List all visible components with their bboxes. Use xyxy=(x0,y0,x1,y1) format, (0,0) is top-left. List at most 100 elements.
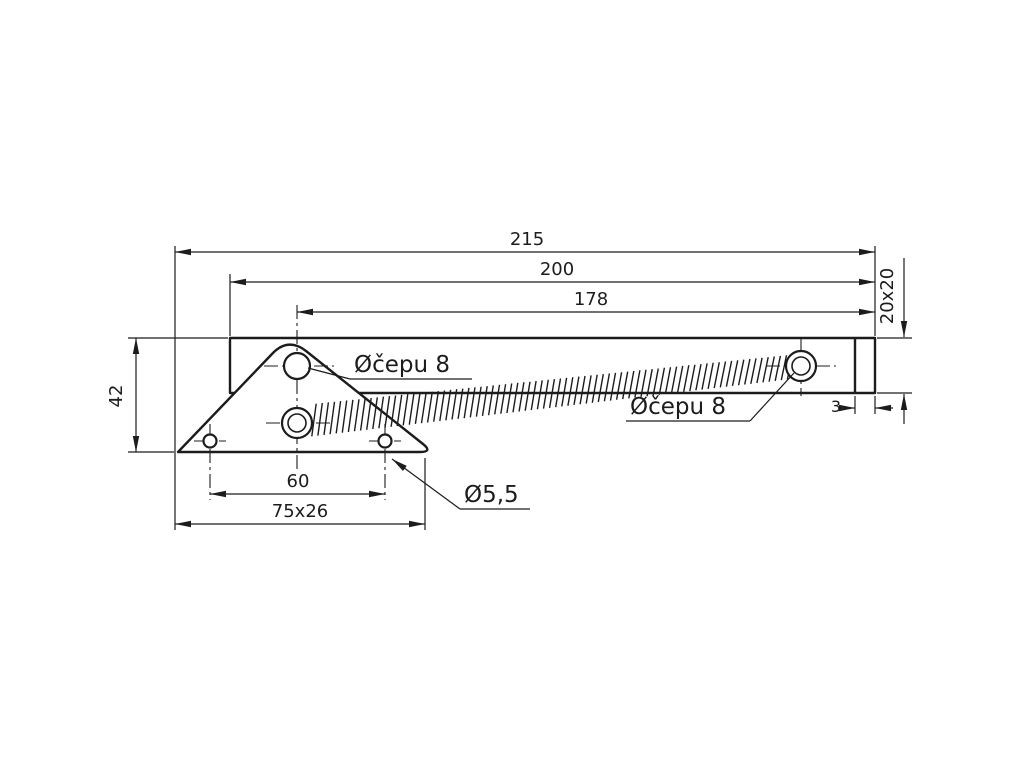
spring-coil-turn xyxy=(768,356,775,382)
dimension-20x20: 20x20 xyxy=(877,258,912,424)
hole-diameter-label-text: Ø5,5 xyxy=(464,482,519,508)
dimension-label-200: 200 xyxy=(540,259,574,280)
spring-coil-turn xyxy=(372,397,378,430)
hole-diameter-leader-line xyxy=(391,458,461,510)
spring-coil-turn xyxy=(640,369,647,398)
spring-coil-turn xyxy=(646,368,653,397)
spring-coil-turn xyxy=(774,355,782,381)
spring-coil-turn xyxy=(634,370,641,398)
dimension-200: 200 xyxy=(229,259,875,336)
spring-coil-turn xyxy=(475,386,482,417)
spring-coil-turn xyxy=(676,365,684,393)
spring-coil-turn xyxy=(469,387,476,418)
spring-pin-hole-inner xyxy=(287,413,307,433)
dimension-label-20x20: 20x20 xyxy=(877,268,898,324)
spring-coil-turn xyxy=(311,403,317,437)
spring-coil-turn xyxy=(561,377,568,407)
spring-coil-turn xyxy=(494,384,501,415)
pin-top-leader-line xyxy=(307,367,351,380)
spring-coil-turn xyxy=(615,372,623,400)
spring-coil-turn xyxy=(689,364,696,392)
spring-coil-turn xyxy=(609,372,617,401)
spring-coil-turn xyxy=(780,355,788,381)
spring-coil-turn xyxy=(402,394,409,426)
spring-coil-turn xyxy=(536,380,543,410)
dimension-60: 60 xyxy=(210,471,385,498)
spring-coil-turn xyxy=(384,396,391,428)
spring-coil-turn xyxy=(670,366,678,394)
spring-coil-turn xyxy=(414,392,421,425)
spring-coil-turn xyxy=(707,362,714,390)
spring-coil-turn xyxy=(762,356,769,383)
spring-coil-turn xyxy=(713,362,720,389)
spring-coil-turn xyxy=(463,387,470,419)
spring-coil-turn xyxy=(701,363,708,390)
spring-coil-turn xyxy=(652,368,659,396)
pin-right-label-text: Øčepu 8 xyxy=(630,394,726,420)
spring-coil-turn xyxy=(518,382,525,412)
spring-coil-turn xyxy=(353,399,360,432)
spring-coil-turn xyxy=(506,383,513,414)
spring-coil-turn xyxy=(341,400,348,433)
spring-coil-turn xyxy=(396,394,403,427)
spring-coil-turn xyxy=(317,402,323,436)
spring-coil-turn xyxy=(457,388,464,419)
spring-coil-turn xyxy=(756,357,763,384)
spring-coil-turn xyxy=(725,360,733,387)
spring-coil-turn xyxy=(585,375,592,404)
spring-coil-turn xyxy=(658,367,666,395)
spring-coil-turn xyxy=(439,390,446,422)
pin-right-leader-line xyxy=(749,372,795,422)
dimension-label-60: 60 xyxy=(287,471,310,492)
spring-coil-turn xyxy=(481,385,488,417)
dimension-label-42: 42 xyxy=(106,385,127,408)
mount-hole-right xyxy=(377,433,393,449)
label-hole-diameter: Ø5,5 xyxy=(391,458,530,510)
spring-coil-turn xyxy=(719,361,727,388)
spring-coil-turn xyxy=(329,401,336,435)
spring-coil-turn xyxy=(548,378,556,409)
part-triangular-plate xyxy=(176,343,429,454)
dimension-42: 42 xyxy=(106,337,228,453)
spring-coil-turn xyxy=(445,389,452,421)
spring-coil-turn xyxy=(347,399,354,433)
spring-coil-turn xyxy=(487,385,494,416)
spring-coil-turn xyxy=(573,376,580,406)
spring-coil-turn xyxy=(664,367,672,395)
mount-hole-left xyxy=(202,433,218,449)
triangular-plate-outline xyxy=(176,343,429,454)
spring-coil-turn xyxy=(433,390,440,422)
spring-coil-turn xyxy=(622,371,629,400)
spring-coil-turn xyxy=(359,398,366,431)
spring-coil-turn xyxy=(695,363,702,391)
dimension-label-178: 178 xyxy=(574,289,608,310)
spring-coil-turn xyxy=(603,373,611,402)
spring-coil-turn xyxy=(390,395,397,427)
spring-coil-turn xyxy=(426,391,433,423)
pin-top-label-text: Øčepu 8 xyxy=(354,352,450,378)
spring-coil-turn xyxy=(524,381,531,411)
spring-coil-turn xyxy=(683,365,690,392)
pivot-pin-hole-top xyxy=(282,351,312,381)
spring-coil-turn xyxy=(420,392,427,424)
spring-coil-turn xyxy=(579,375,586,405)
right-pin-hole-inner xyxy=(791,356,811,376)
spring-coil-turn xyxy=(408,393,415,425)
label-pin-right: Øčepu 8 xyxy=(626,372,795,422)
spring-coil-turn xyxy=(378,396,385,429)
spring-coil xyxy=(311,354,794,437)
spring-coil-turn xyxy=(591,374,598,403)
spring-coil-turn xyxy=(530,380,537,411)
label-pin-top: Øčepu 8 xyxy=(307,352,472,380)
dimension-75x26: 75x26 xyxy=(175,458,426,530)
spring-coil-turn xyxy=(750,358,757,384)
spring-coil-turn xyxy=(628,370,635,399)
spring-coil-turn xyxy=(500,384,507,414)
spring-coil-turn xyxy=(335,401,342,434)
spring-coil-turn xyxy=(567,377,574,406)
spring-coil-turn xyxy=(323,402,330,435)
dimension-label-215: 215 xyxy=(510,229,544,250)
spring-coil-turn xyxy=(555,378,562,408)
spring-coil-turn xyxy=(542,379,549,409)
